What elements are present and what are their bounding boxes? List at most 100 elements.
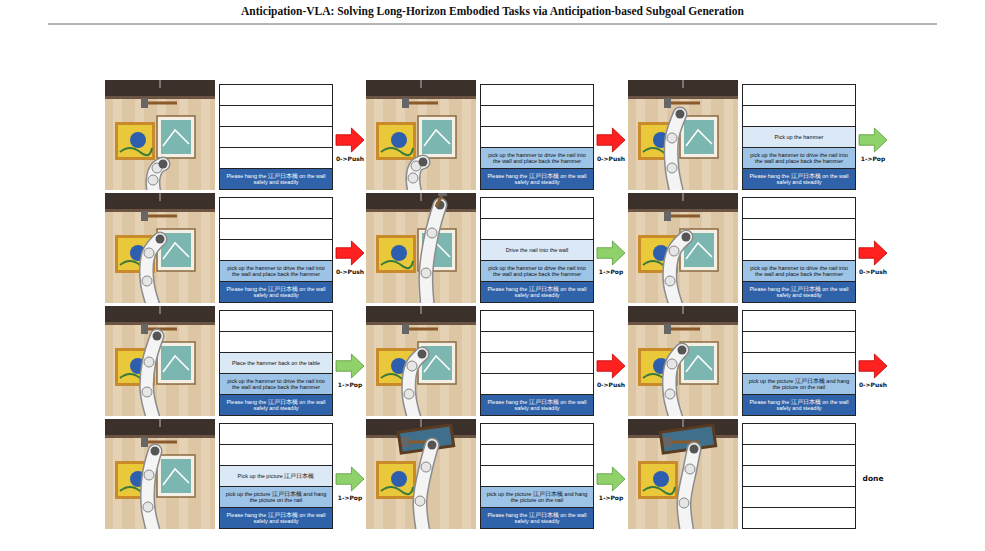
ceiling-band — [366, 80, 476, 96]
robot-arm — [671, 114, 680, 190]
empty-stack-slot — [742, 507, 856, 529]
subgoal-stack-box: Please hang the 江戸日本橋 on the wall safely… — [480, 507, 594, 529]
ceiling-trim — [628, 322, 738, 325]
empty-stack-slot — [742, 423, 856, 445]
empty-stack-slot — [480, 331, 594, 353]
robot-scene — [366, 80, 476, 198]
robot-joint — [144, 470, 154, 480]
subgoal-stack-box: pick up the hammer to drive the nail int… — [219, 260, 333, 282]
subgoal-text: pick up the picture 江戸日本橋 and hang the p… — [746, 378, 852, 390]
push-arrow — [859, 354, 887, 378]
subgoal-stack-box: pick up the picture 江戸日本橋 and hang the p… — [219, 486, 333, 508]
robot-arm — [670, 237, 686, 303]
empty-stack-slot — [742, 444, 856, 466]
empty-stack-slot — [742, 197, 856, 219]
robot-gripper — [151, 447, 160, 456]
scene-clip — [628, 80, 738, 190]
push-arrow — [336, 128, 364, 152]
painting-frame — [376, 235, 416, 273]
robot-gripper — [419, 158, 428, 167]
scene-clip — [366, 306, 476, 416]
robot-gripper — [676, 110, 685, 119]
robot-joint — [415, 496, 425, 506]
ceiling-band — [105, 306, 215, 322]
subgoal-text: pick up the hammer to drive the nail int… — [746, 265, 852, 277]
robot-joint — [144, 248, 154, 258]
subgoal-stack-box: Please hang the 江戸日本橋 on the wall safely… — [742, 281, 856, 303]
subgoal-text: Please hang the 江戸日本橋 on the wall safely… — [223, 399, 329, 411]
picture-frame — [680, 116, 718, 158]
robot-arm-outline — [426, 205, 440, 303]
subgoal-text: Pick up the hammer — [775, 134, 824, 140]
empty-stack-slot — [742, 218, 856, 240]
robot-scene — [105, 193, 215, 311]
robot-scene — [105, 80, 215, 198]
wall — [628, 306, 738, 416]
subgoal-stack-box: Please hang the 江戸日本橋 on the wall safely… — [219, 507, 333, 529]
robot-joint — [404, 389, 414, 399]
robot-joint — [667, 163, 677, 173]
subgoal-text: pick up the hammer to drive the nail int… — [484, 152, 590, 164]
robot-joint — [669, 246, 679, 256]
painting-swirl — [653, 471, 669, 487]
hammer-handle — [145, 102, 177, 105]
empty-stack-slot — [742, 331, 856, 353]
transition-label: 1->Pop — [338, 494, 363, 501]
camera-mount — [421, 419, 422, 427]
subgoal-text: Please hang the 江戸日本橋 on the wall safely… — [746, 399, 852, 411]
robot-gripper — [156, 235, 165, 244]
subgoal-text: Please hang the 江戸日本橋 on the wall safely… — [484, 286, 590, 298]
subgoal-stack-box: pick up the hammer to drive the nail int… — [219, 373, 333, 395]
pop-arrow — [336, 354, 364, 378]
scene-clip — [105, 419, 215, 529]
painting-canvas — [379, 125, 413, 157]
subgoal-stack-box: Please hang the 江戸日本橋 on the wall safely… — [219, 281, 333, 303]
hammer-head — [664, 324, 671, 334]
robot-joint — [142, 276, 152, 286]
subgoal-text: Please hang the 江戸日本橋 on the wall safely… — [223, 512, 329, 524]
subgoal-text: Please hang the 江戸日本橋 on the wall safely… — [223, 286, 329, 298]
subgoal-text: Drive the nail into the wall — [506, 247, 569, 253]
camera-mount — [421, 193, 422, 201]
scene-clip — [366, 419, 476, 529]
robot-scene — [366, 419, 476, 537]
ceiling-trim — [105, 96, 215, 99]
robot-arm — [426, 205, 440, 303]
robot-gripper — [682, 233, 691, 242]
empty-stack-slot — [480, 197, 594, 219]
camera-mount — [160, 80, 161, 88]
picture-frame — [157, 116, 195, 158]
hammer-head — [402, 98, 409, 108]
camera-mount — [683, 193, 684, 201]
empty-stack-slot — [742, 105, 856, 127]
robot-scene — [366, 306, 476, 424]
empty-stack-slot — [742, 486, 856, 508]
transition-label: 1->Pop — [599, 268, 624, 275]
subgoal-stack-box: Please hang the 江戸日本橋 on the wall safely… — [742, 168, 856, 190]
painting-frame — [376, 461, 416, 499]
empty-stack-slot — [219, 444, 333, 466]
robot-scene — [628, 193, 738, 311]
empty-stack-slot — [742, 310, 856, 332]
picture-stroke — [163, 356, 189, 372]
ceiling-band — [628, 306, 738, 322]
ceiling-trim — [105, 435, 215, 438]
wall — [628, 80, 738, 190]
subgoal-text: Please hang the 江戸日本橋 on the wall safely… — [484, 512, 590, 524]
empty-stack-slot — [742, 239, 856, 261]
robot-gripper — [153, 332, 162, 341]
picture-stroke — [686, 130, 712, 146]
scene-clip — [105, 80, 215, 190]
hammer-handle — [406, 102, 438, 105]
robot-arm-outline — [147, 451, 155, 529]
robot-gripper — [690, 445, 699, 454]
painting-swirl — [391, 245, 407, 261]
robot-joint — [144, 357, 154, 367]
robot-scene — [628, 419, 738, 537]
subgoal-stack-box: pick up the hammer to drive the nail int… — [480, 147, 594, 169]
hammer-handle — [145, 215, 177, 218]
push-arrow — [597, 128, 625, 152]
painting-canvas — [379, 238, 413, 270]
camera-mount — [160, 193, 161, 201]
